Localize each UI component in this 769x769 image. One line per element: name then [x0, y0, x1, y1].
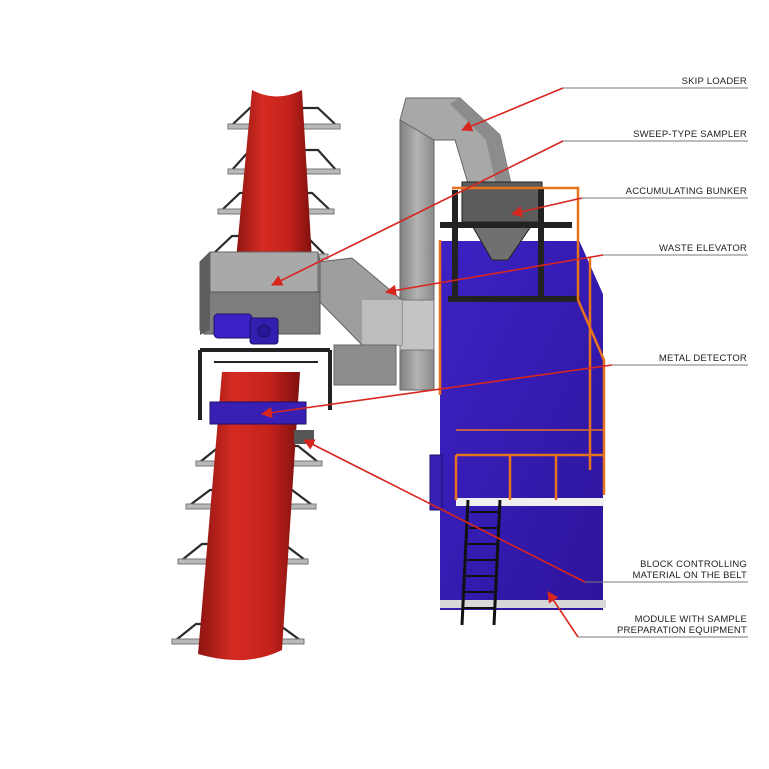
sweep-sampler-housing	[199, 251, 321, 335]
label-block-controlling: BLOCK CONTROLLING MATERIAL ON THE BELT	[632, 559, 747, 581]
access-ladder	[460, 499, 502, 626]
label-waste-elevator: WASTE ELEVATOR	[659, 243, 747, 254]
label-block-controlling-line1: BLOCK CONTROLLING	[640, 559, 747, 570]
label-sample-prep-module-line2: PREPARATION EQUIPMENT	[616, 625, 747, 636]
waste-elevator	[317, 257, 403, 386]
belt-block-sensor	[294, 430, 314, 444]
sampler-frame	[198, 348, 332, 420]
label-block-controlling-line2: MATERIAL ON THE BELT	[632, 570, 747, 581]
safety-railing	[438, 186, 606, 500]
label-metal-detector: METAL DETECTOR	[658, 353, 747, 364]
metal-detector	[209, 401, 307, 425]
skip-loader-elevator	[399, 97, 513, 391]
accumulating-bunker	[440, 181, 580, 302]
label-skip-loader: SKIP LOADER	[681, 76, 747, 87]
conveyor-belt-lower	[198, 372, 300, 661]
conveyor-belt-upper	[236, 90, 312, 260]
label-underlines	[563, 87, 748, 638]
label-sweep-sampler: SWEEP-TYPE SAMPLER	[633, 129, 747, 140]
sampler-motor	[213, 313, 279, 345]
label-arrows	[260, 87, 613, 638]
label-accumulating-bunker: ACCUMULATING BUNKER	[625, 186, 747, 197]
label-sample-prep-module-line1: MODULE WITH SAMPLE	[634, 614, 747, 625]
label-sample-prep-module: MODULE WITH SAMPLE PREPARATION EQUIPMENT	[617, 614, 747, 636]
